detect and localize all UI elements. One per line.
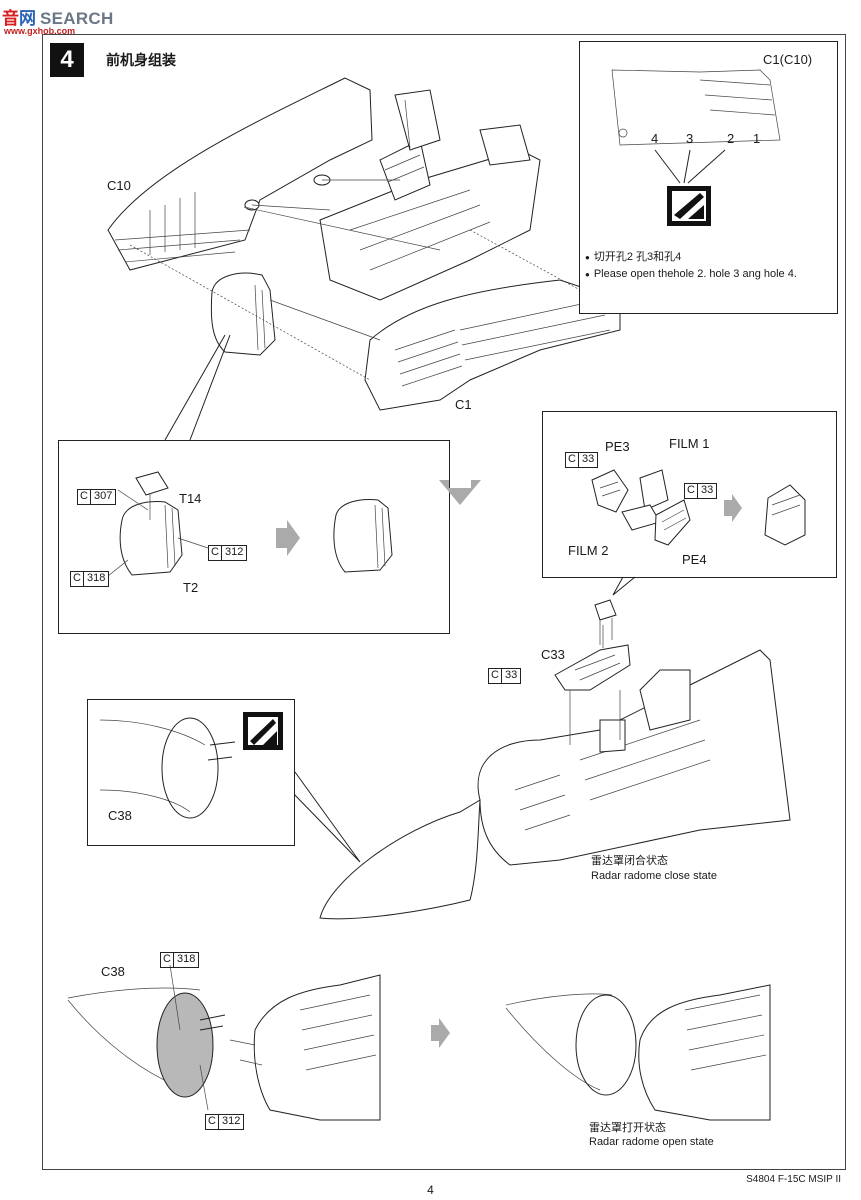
kit-code: S4804 F-15C MSIP II (746, 1174, 841, 1185)
drill-note-en: ●Please open thehole 2. hole 3 ang hole … (585, 268, 797, 280)
part-label-c10: C10 (107, 178, 131, 193)
hole-label-4: 4 (651, 131, 659, 146)
part-label-t2: T2 (183, 580, 199, 595)
part-label-t14: T14 (179, 491, 202, 506)
part-label-c33: C33 (541, 647, 565, 662)
part-label-c38-a: C38 (108, 808, 132, 823)
hole-label-1: 1 (753, 131, 761, 146)
step-title: 前机身组装 (106, 52, 176, 68)
radome-open-en: Radar radome open state (589, 1136, 714, 1148)
hole-label-2: 2 (727, 131, 735, 146)
hole-label-3: 3 (686, 131, 694, 146)
step-number: 4 (50, 43, 84, 77)
part-label-c38-b: C38 (101, 964, 125, 979)
page-frame (42, 34, 846, 1170)
site-url: www.gxhob.com (4, 26, 76, 36)
radome-closed-cn: 雷达罩闭合状态 (591, 855, 668, 867)
part-label-pe4: PE4 (682, 552, 707, 567)
radome-closed-en: Radar radome close state (591, 870, 717, 882)
drill-holes-callout (579, 41, 838, 314)
page-number: 4 (427, 1183, 434, 1197)
drill-note-cn: ●切开孔2 孔3和孔4 (585, 251, 682, 263)
part-label-pe3: PE3 (605, 439, 630, 454)
part-label-c1: C1 (455, 397, 472, 412)
part-label-c1-c10: C1(C10) (763, 52, 813, 67)
part-label-film2: FILM 2 (568, 543, 609, 558)
part-label-film1: FILM 1 (669, 436, 710, 451)
radome-open-cn: 雷达罩打开状态 (589, 1122, 666, 1134)
